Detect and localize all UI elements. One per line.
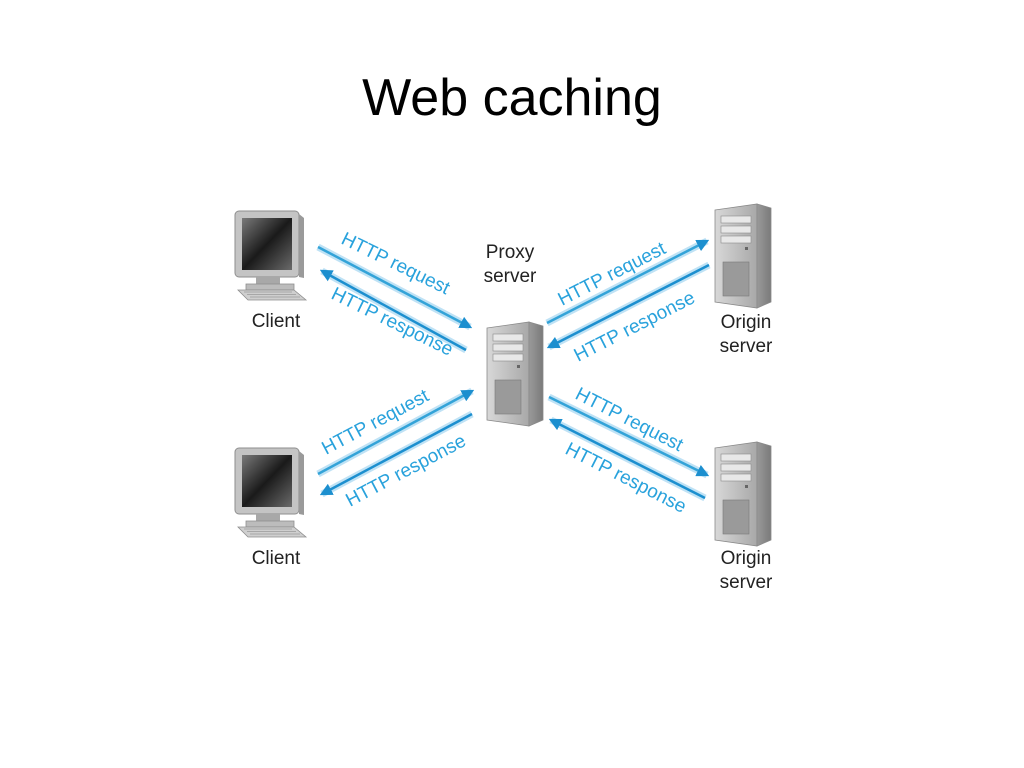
client-label: Client xyxy=(251,311,301,332)
proxy-server-label: Proxy server xyxy=(470,241,550,289)
origin-label-line2: server xyxy=(719,572,773,593)
origin-label-line2: server xyxy=(719,336,773,357)
edge-top-left: HTTP request HTTP response xyxy=(316,229,473,361)
proxy-label-line1: Proxy xyxy=(485,242,535,263)
origin-server-icon xyxy=(714,203,772,309)
origin-label-line1: Origin xyxy=(720,312,772,333)
client-computer-icon xyxy=(234,447,307,538)
origin-label-line1: Origin xyxy=(720,548,772,569)
edge-label: HTTP request xyxy=(555,238,670,311)
slide-title: Web caching xyxy=(362,69,662,127)
edge-bottom-left: HTTP request HTTP response xyxy=(316,385,475,511)
proxy-label-line2: server xyxy=(483,266,537,287)
origin-server-icon xyxy=(714,441,772,547)
edge-top-right: HTTP request HTTP response xyxy=(545,238,711,366)
origin-server-label: Origin server xyxy=(706,547,786,595)
edge-bottom-right: HTTP request HTTP response xyxy=(547,384,710,518)
origin-server-label: Origin server xyxy=(706,311,786,359)
client-computer-icon xyxy=(234,210,307,301)
proxy-server-icon xyxy=(486,321,544,427)
client-label: Client xyxy=(251,548,301,569)
